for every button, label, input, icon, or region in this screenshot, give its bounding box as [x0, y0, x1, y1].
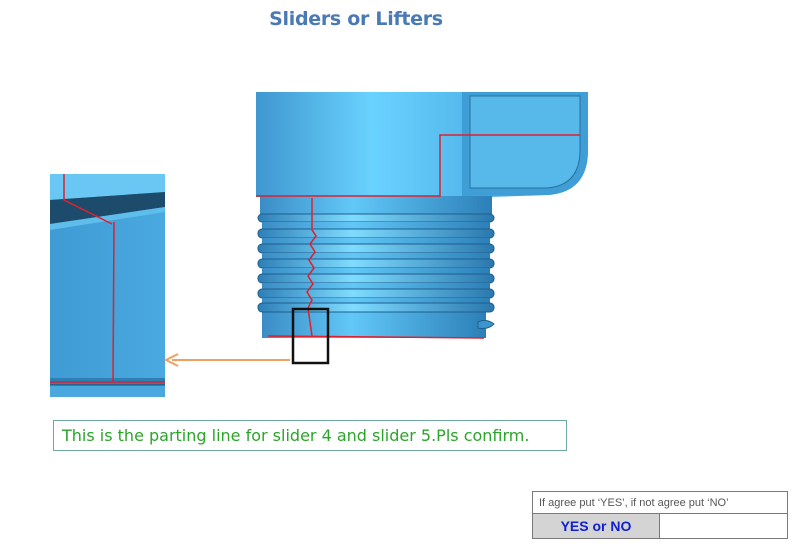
page-title: Sliders or Lifters: [269, 8, 443, 30]
approval-instruction: If agree put ‘YES’, if not agree put ‘NO…: [532, 491, 788, 514]
pointer-arrow: [163, 353, 290, 367]
approval-table: If agree put ‘YES’, if not agree put ‘NO…: [532, 491, 788, 539]
part-body: [256, 92, 588, 197]
zoom-inset: [50, 174, 165, 397]
note-box: This is the parting line for slider 4 an…: [53, 420, 567, 451]
yes-or-no-button[interactable]: YES or NO: [532, 513, 660, 539]
highlight-box: [291, 307, 330, 365]
answer-field[interactable]: [659, 513, 788, 539]
parting-line-main: [256, 134, 580, 339]
